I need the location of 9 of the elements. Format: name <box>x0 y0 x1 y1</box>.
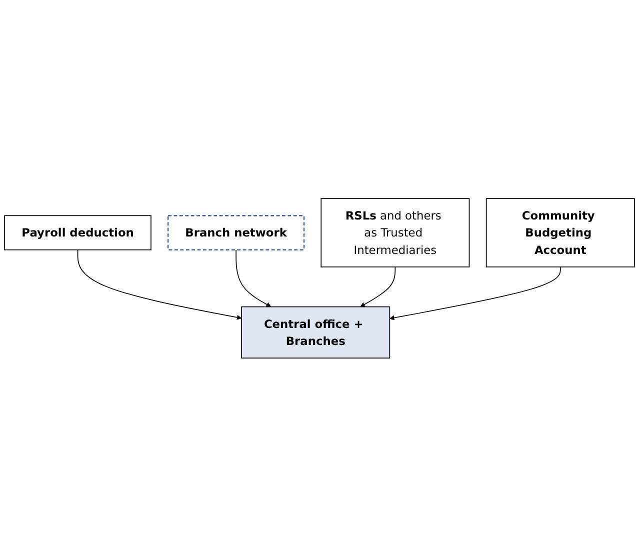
arrow <box>389 266 561 320</box>
node-box: RSLs and others as Trusted Intermediaries <box>320 198 470 268</box>
node-box: Community Budgeting Account <box>486 198 635 268</box>
node-box: Payroll deduction <box>4 215 152 250</box>
node-box: Central office + Branches <box>241 306 390 359</box>
node-box: Branch network <box>168 215 305 251</box>
arrow <box>77 250 242 320</box>
arrow <box>360 266 396 308</box>
arrow <box>236 250 272 308</box>
